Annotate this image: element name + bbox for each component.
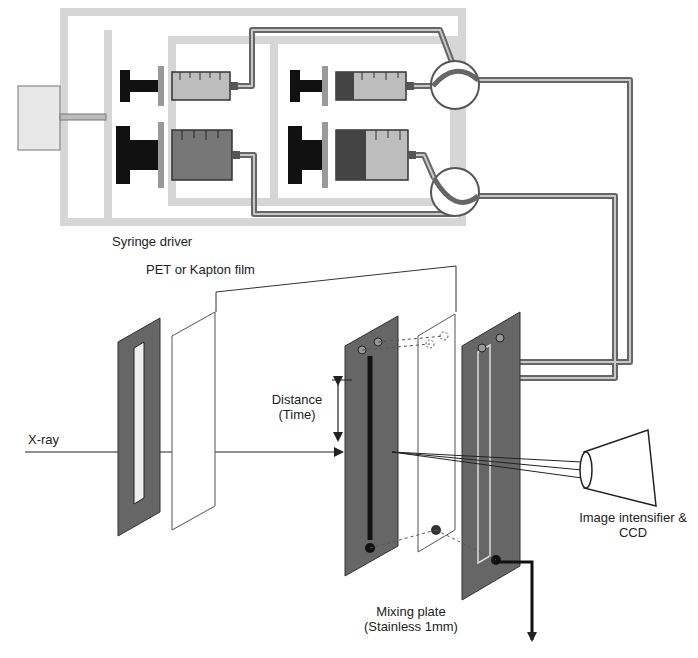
beam-label: X-ray bbox=[28, 432, 88, 447]
plunger-head bbox=[120, 70, 130, 102]
drive-shaft bbox=[60, 114, 106, 120]
intensifier-cone bbox=[584, 430, 656, 506]
alignment-line bbox=[362, 336, 444, 350]
syringe-fill bbox=[336, 72, 354, 100]
tube-bore bbox=[414, 85, 432, 87]
plunger-head bbox=[116, 126, 130, 184]
plunger-head bbox=[288, 126, 302, 184]
window-plate bbox=[118, 318, 160, 536]
kapton-film bbox=[418, 314, 455, 552]
intensifier-window bbox=[580, 452, 592, 488]
part-label: Mixing plate (Stainless 1mm) bbox=[352, 604, 470, 634]
barrel-scale bbox=[180, 72, 220, 80]
plunger-flange bbox=[158, 122, 164, 188]
distance-arrow bbox=[337, 384, 338, 440]
tube-bore bbox=[416, 155, 434, 178]
tubing bbox=[238, 30, 630, 378]
driver-plate bbox=[270, 40, 278, 202]
syringe-tip bbox=[232, 151, 240, 159]
plunger-rod bbox=[302, 140, 322, 170]
motor-box bbox=[18, 86, 60, 150]
barrel-scale bbox=[376, 130, 400, 140]
plunger-flange bbox=[322, 122, 328, 188]
tube bbox=[240, 155, 455, 214]
mixing-plate bbox=[345, 316, 398, 576]
plunger-rod bbox=[130, 140, 158, 170]
plunger-rod bbox=[130, 80, 158, 92]
alignment-line bbox=[370, 530, 436, 548]
port-hole bbox=[478, 344, 486, 352]
plunger-rod bbox=[300, 80, 322, 92]
scatter-ray bbox=[392, 452, 582, 478]
plunger-flange bbox=[322, 66, 328, 106]
tube bbox=[416, 155, 434, 178]
tube-bore bbox=[238, 30, 452, 86]
driver-frame bbox=[64, 12, 462, 222]
mixing-channel bbox=[368, 356, 373, 540]
valve-channel bbox=[433, 71, 478, 86]
syringe-barrel bbox=[336, 130, 408, 180]
plunger-head bbox=[290, 70, 300, 102]
dimension-label: Distance (Time) bbox=[262, 392, 332, 422]
tube bbox=[414, 83, 432, 89]
driver-plate bbox=[104, 30, 112, 222]
distance-tick bbox=[332, 380, 352, 381]
window-slot bbox=[134, 342, 144, 504]
barrel-scale bbox=[362, 72, 398, 80]
plunger-flange bbox=[158, 66, 164, 106]
syringe-barrel bbox=[336, 72, 406, 100]
tube-bore bbox=[240, 155, 455, 214]
syringe-fill bbox=[336, 130, 366, 180]
tube bbox=[238, 30, 452, 86]
alignment-line bbox=[436, 530, 496, 560]
valve-circle bbox=[431, 168, 479, 216]
part-label: Syringe driver bbox=[112, 234, 242, 249]
tubing-bore bbox=[238, 30, 630, 378]
tube bbox=[478, 80, 630, 362]
part-label: Image intensifier & CCD bbox=[576, 510, 690, 540]
port-hole bbox=[496, 334, 504, 342]
part-label: PET or Kapton film bbox=[146, 262, 296, 277]
back-slot bbox=[478, 345, 490, 563]
outlet-arrow bbox=[500, 562, 532, 640]
valve-channel bbox=[434, 178, 478, 202]
syringe-tip bbox=[230, 82, 238, 90]
kapton-film bbox=[172, 312, 215, 530]
barrel-scale bbox=[182, 130, 218, 140]
syringe-tip bbox=[406, 82, 414, 90]
valve-circle bbox=[431, 61, 479, 109]
syringe-tip bbox=[408, 151, 416, 159]
syringe-barrel bbox=[172, 72, 230, 100]
tube-bore bbox=[478, 80, 630, 362]
syringe-barrel bbox=[172, 130, 232, 180]
driver-inner-frame bbox=[172, 40, 454, 202]
